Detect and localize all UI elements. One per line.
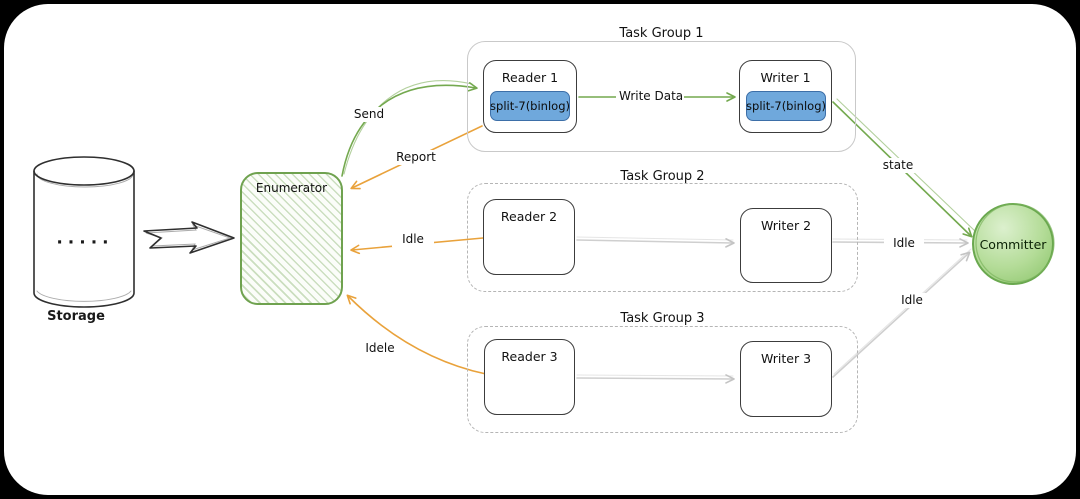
reader3-label: Reader 3 — [501, 349, 558, 364]
idele-reader3-edge-label: Idele — [357, 341, 403, 356]
writer1-label: Writer 1 — [760, 70, 811, 85]
enumerator-label: Enumerator — [255, 181, 328, 195]
task-group-3-title: Task Group 3 — [620, 311, 705, 326]
task-group-2-title: Task Group 2 — [620, 169, 705, 184]
idle-writer3-edge-label: Idle — [892, 293, 932, 308]
idle-reader2-edge-label: Idle — [392, 232, 434, 247]
writer3-label: Writer 3 — [760, 351, 812, 366]
state-edge-label: state — [877, 158, 919, 173]
task-group-2-container — [467, 183, 858, 292]
task-group-3-container — [467, 326, 858, 433]
task-group-1-title: Task Group 1 — [619, 26, 704, 41]
enumerator-node: Enumerator — [240, 172, 343, 305]
reader2-label: Reader 2 — [500, 209, 558, 224]
idle-writer2-edge-label: Idle — [884, 236, 924, 251]
writer2-label: Writer 2 — [760, 218, 812, 233]
writer3-node: Writer 3 — [740, 341, 832, 417]
reader3-node: Reader 3 — [484, 339, 575, 415]
report-edge-label: Report — [390, 150, 442, 165]
task-group-1-container — [467, 41, 856, 152]
send-edge-label: Send — [348, 107, 390, 122]
storage-dots: ····· — [56, 233, 114, 253]
reader1-label: Reader 1 — [501, 70, 559, 85]
write-data-edge-label: Write Data — [616, 89, 684, 104]
writer1-split-badge: split-7(binlog) — [746, 91, 826, 121]
committer-label: Committer — [979, 237, 1047, 252]
storage-label: Storage — [47, 309, 105, 324]
reader2-node: Reader 2 — [483, 199, 575, 275]
reader1-split-badge: split-7(binlog) — [490, 91, 570, 121]
writer2-node: Writer 2 — [740, 208, 832, 283]
